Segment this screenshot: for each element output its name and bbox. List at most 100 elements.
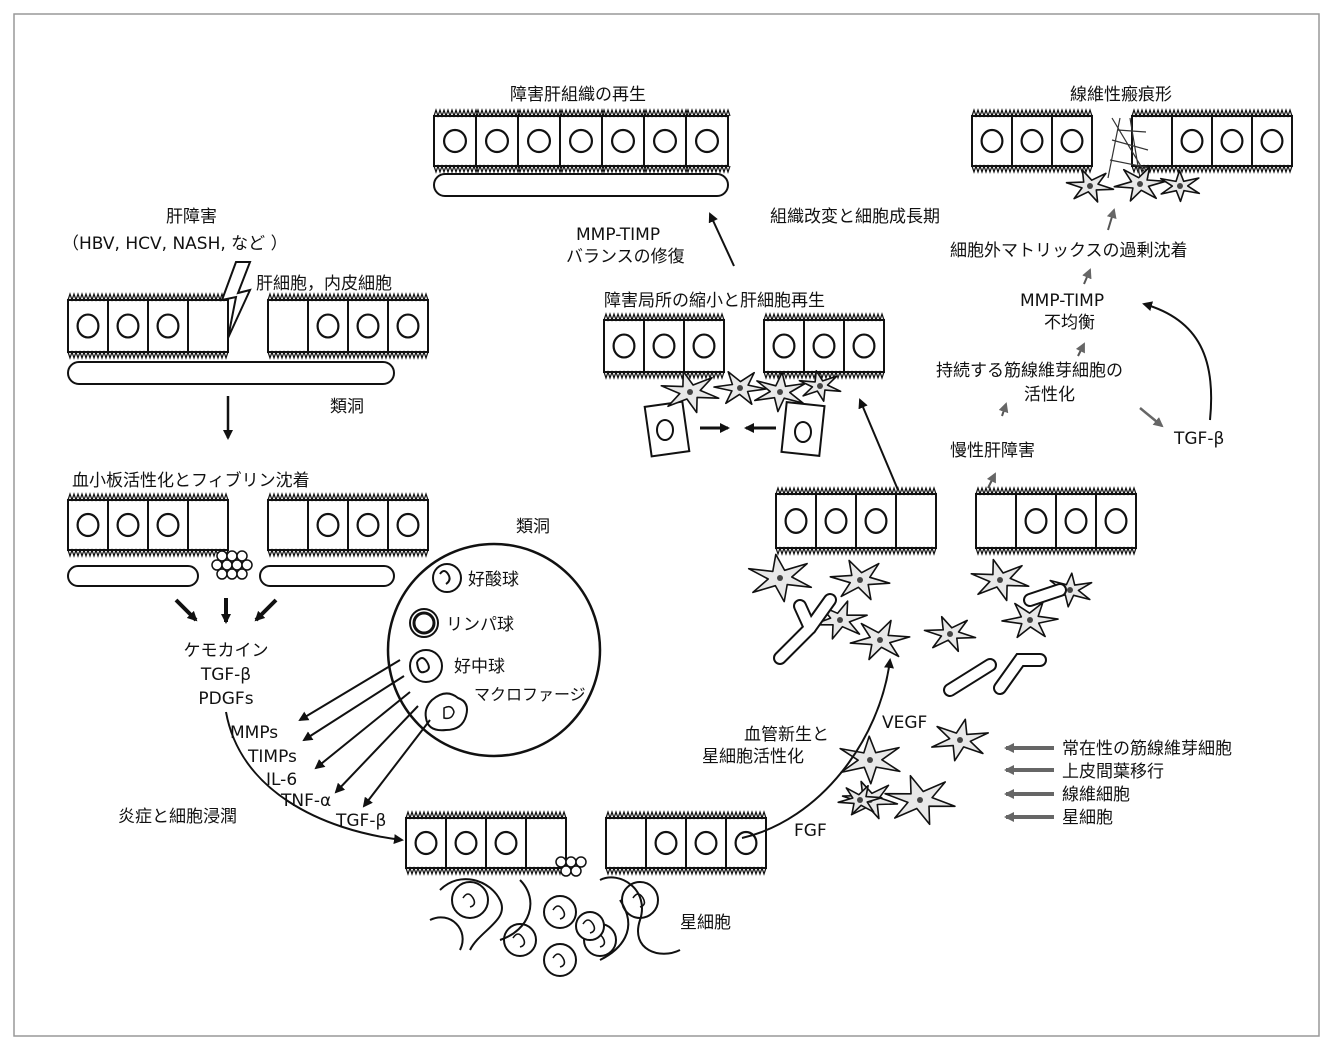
hepatocyte-row-injury xyxy=(68,294,428,358)
hepatocyte xyxy=(148,294,188,358)
hepatocyte xyxy=(268,494,308,556)
hepatocyte xyxy=(348,494,388,556)
hepatocyte-row-shrink xyxy=(604,314,884,378)
arrow-chronic-5 xyxy=(1108,210,1114,230)
hepatocyte-row-chronic xyxy=(776,488,1136,554)
hepatocyte xyxy=(518,110,562,172)
immune-cell xyxy=(576,912,604,940)
label-tgfb2: TGF-β xyxy=(335,811,386,831)
myofibroblast-cell xyxy=(830,560,889,599)
hepatocyte xyxy=(1096,488,1136,554)
eosinophil-icon xyxy=(433,564,461,592)
immune-cell xyxy=(544,896,576,928)
hepatocyte xyxy=(976,488,1016,554)
neutrophil-icon xyxy=(410,650,442,682)
hepatocyte xyxy=(1052,110,1092,172)
hepatocyte xyxy=(148,494,188,556)
label-source-1: 常在性の筋線維芽細胞 xyxy=(1062,739,1232,759)
hepatocyte xyxy=(308,494,348,556)
label-tnfa: TNF-α xyxy=(280,791,331,811)
arrow-chronic-3 xyxy=(1078,344,1084,356)
myofibroblast-cell xyxy=(840,736,900,784)
myofibroblast-cell xyxy=(1067,170,1114,202)
myofibroblast-cell xyxy=(749,554,812,601)
label-liver-injury: 肝障害 xyxy=(166,207,217,227)
arrow-chronic-1 xyxy=(988,474,995,488)
hepatocyte xyxy=(804,314,844,378)
hepatocyte xyxy=(486,812,526,874)
sinusoid-vessel xyxy=(68,362,394,384)
label-mmp-timp-imbalance-2: 不均衡 xyxy=(1044,313,1095,333)
hepatocyte xyxy=(406,812,446,874)
hepatocyte xyxy=(1056,488,1096,554)
label-shrink: 障害局所の縮小と肝細胞再生 xyxy=(604,291,825,311)
label-il6: IL-6 xyxy=(266,770,297,790)
label-ecm: 細胞外マトリックスの過剰沈着 xyxy=(950,241,1188,261)
label-chemokine: ケモカイン xyxy=(184,641,269,661)
arrow-chronic-2 xyxy=(1002,404,1006,416)
label-mmp-timp-repair-2: バランスの修復 xyxy=(566,247,685,267)
hepatocyte xyxy=(686,110,730,172)
myofibroblast-cell xyxy=(885,776,955,825)
arrow-to-regeneration xyxy=(710,214,734,266)
label-angio-2: 星細胞活性化 xyxy=(702,747,804,767)
hepatocyte xyxy=(268,294,308,358)
hepatocyte-row-platelet xyxy=(68,494,428,556)
label-chronic: 慢性肝障害 xyxy=(950,440,1035,461)
hepatocyte xyxy=(388,494,428,556)
hepatocyte xyxy=(644,110,688,172)
label-inflammation: 炎症と細胞浸潤 xyxy=(118,807,237,827)
label-platelet: 血小板活性化とフィブリン沈着 xyxy=(72,470,310,491)
hepatocyte xyxy=(644,314,684,378)
myofibroblast-cell xyxy=(925,617,976,652)
label-circle-title: 類洞 xyxy=(516,517,550,537)
immune-cell xyxy=(544,944,576,976)
hepatocyte xyxy=(816,488,856,554)
label-eosinophil: 好酸球 xyxy=(468,570,519,590)
label-pdgfs: PDGFs xyxy=(198,689,253,709)
hepatocyte-tilted-cells xyxy=(645,402,825,457)
hepatocyte xyxy=(602,110,646,172)
label-regen-title: 障害肝組織の再生 xyxy=(510,85,646,105)
hepatocyte xyxy=(606,812,646,874)
macrophage-icon xyxy=(426,693,467,730)
hepatocyte xyxy=(446,812,486,874)
label-mmp-timp-imbalance-1: MMP-TIMP xyxy=(1020,291,1104,311)
hepatocyte xyxy=(308,294,348,358)
lymphocyte-icon xyxy=(410,609,438,637)
hepatocyte xyxy=(684,314,724,378)
label-source-3: 線維細胞 xyxy=(1062,785,1130,805)
label-vegf: VEGF xyxy=(882,713,927,733)
hepatocyte xyxy=(972,110,1012,172)
hepatocyte xyxy=(188,494,228,556)
hepatocyte xyxy=(1252,110,1292,172)
label-mmps: MMPs xyxy=(230,723,278,743)
label-mmp-timp-repair-1: MMP-TIMP xyxy=(576,225,660,245)
hepatocyte xyxy=(844,314,884,378)
label-sinusoid: 類洞 xyxy=(330,397,364,417)
hepatocyte xyxy=(388,294,428,358)
label-macrophage: マクロファージ xyxy=(474,685,586,704)
hepatocyte xyxy=(108,294,148,358)
myofibroblast-cell xyxy=(932,719,988,760)
immune-cell xyxy=(452,882,488,918)
hepatocyte xyxy=(604,314,644,378)
regen-vessel xyxy=(434,174,728,196)
myofibroblast-cell xyxy=(1002,603,1058,638)
label-fgf: FGF xyxy=(794,821,827,841)
hepatocyte xyxy=(348,294,388,358)
hepatocyte xyxy=(646,812,686,874)
label-tgfb: TGF-β xyxy=(200,665,251,685)
broken-vessel-right xyxy=(260,566,394,586)
label-timps: TIMPs xyxy=(247,747,297,767)
label-tgfb3: TGF-β xyxy=(1173,429,1224,449)
label-stellate: 星細胞 xyxy=(680,913,731,933)
hepatocyte xyxy=(476,110,520,172)
myofibroblast-cell xyxy=(971,560,1028,601)
arrow-chronic-4 xyxy=(1084,270,1090,284)
hepatocyte xyxy=(1172,110,1212,172)
hepatocyte xyxy=(686,812,726,874)
label-causes: （HBV, HCV, NASH, など ） xyxy=(62,234,288,254)
